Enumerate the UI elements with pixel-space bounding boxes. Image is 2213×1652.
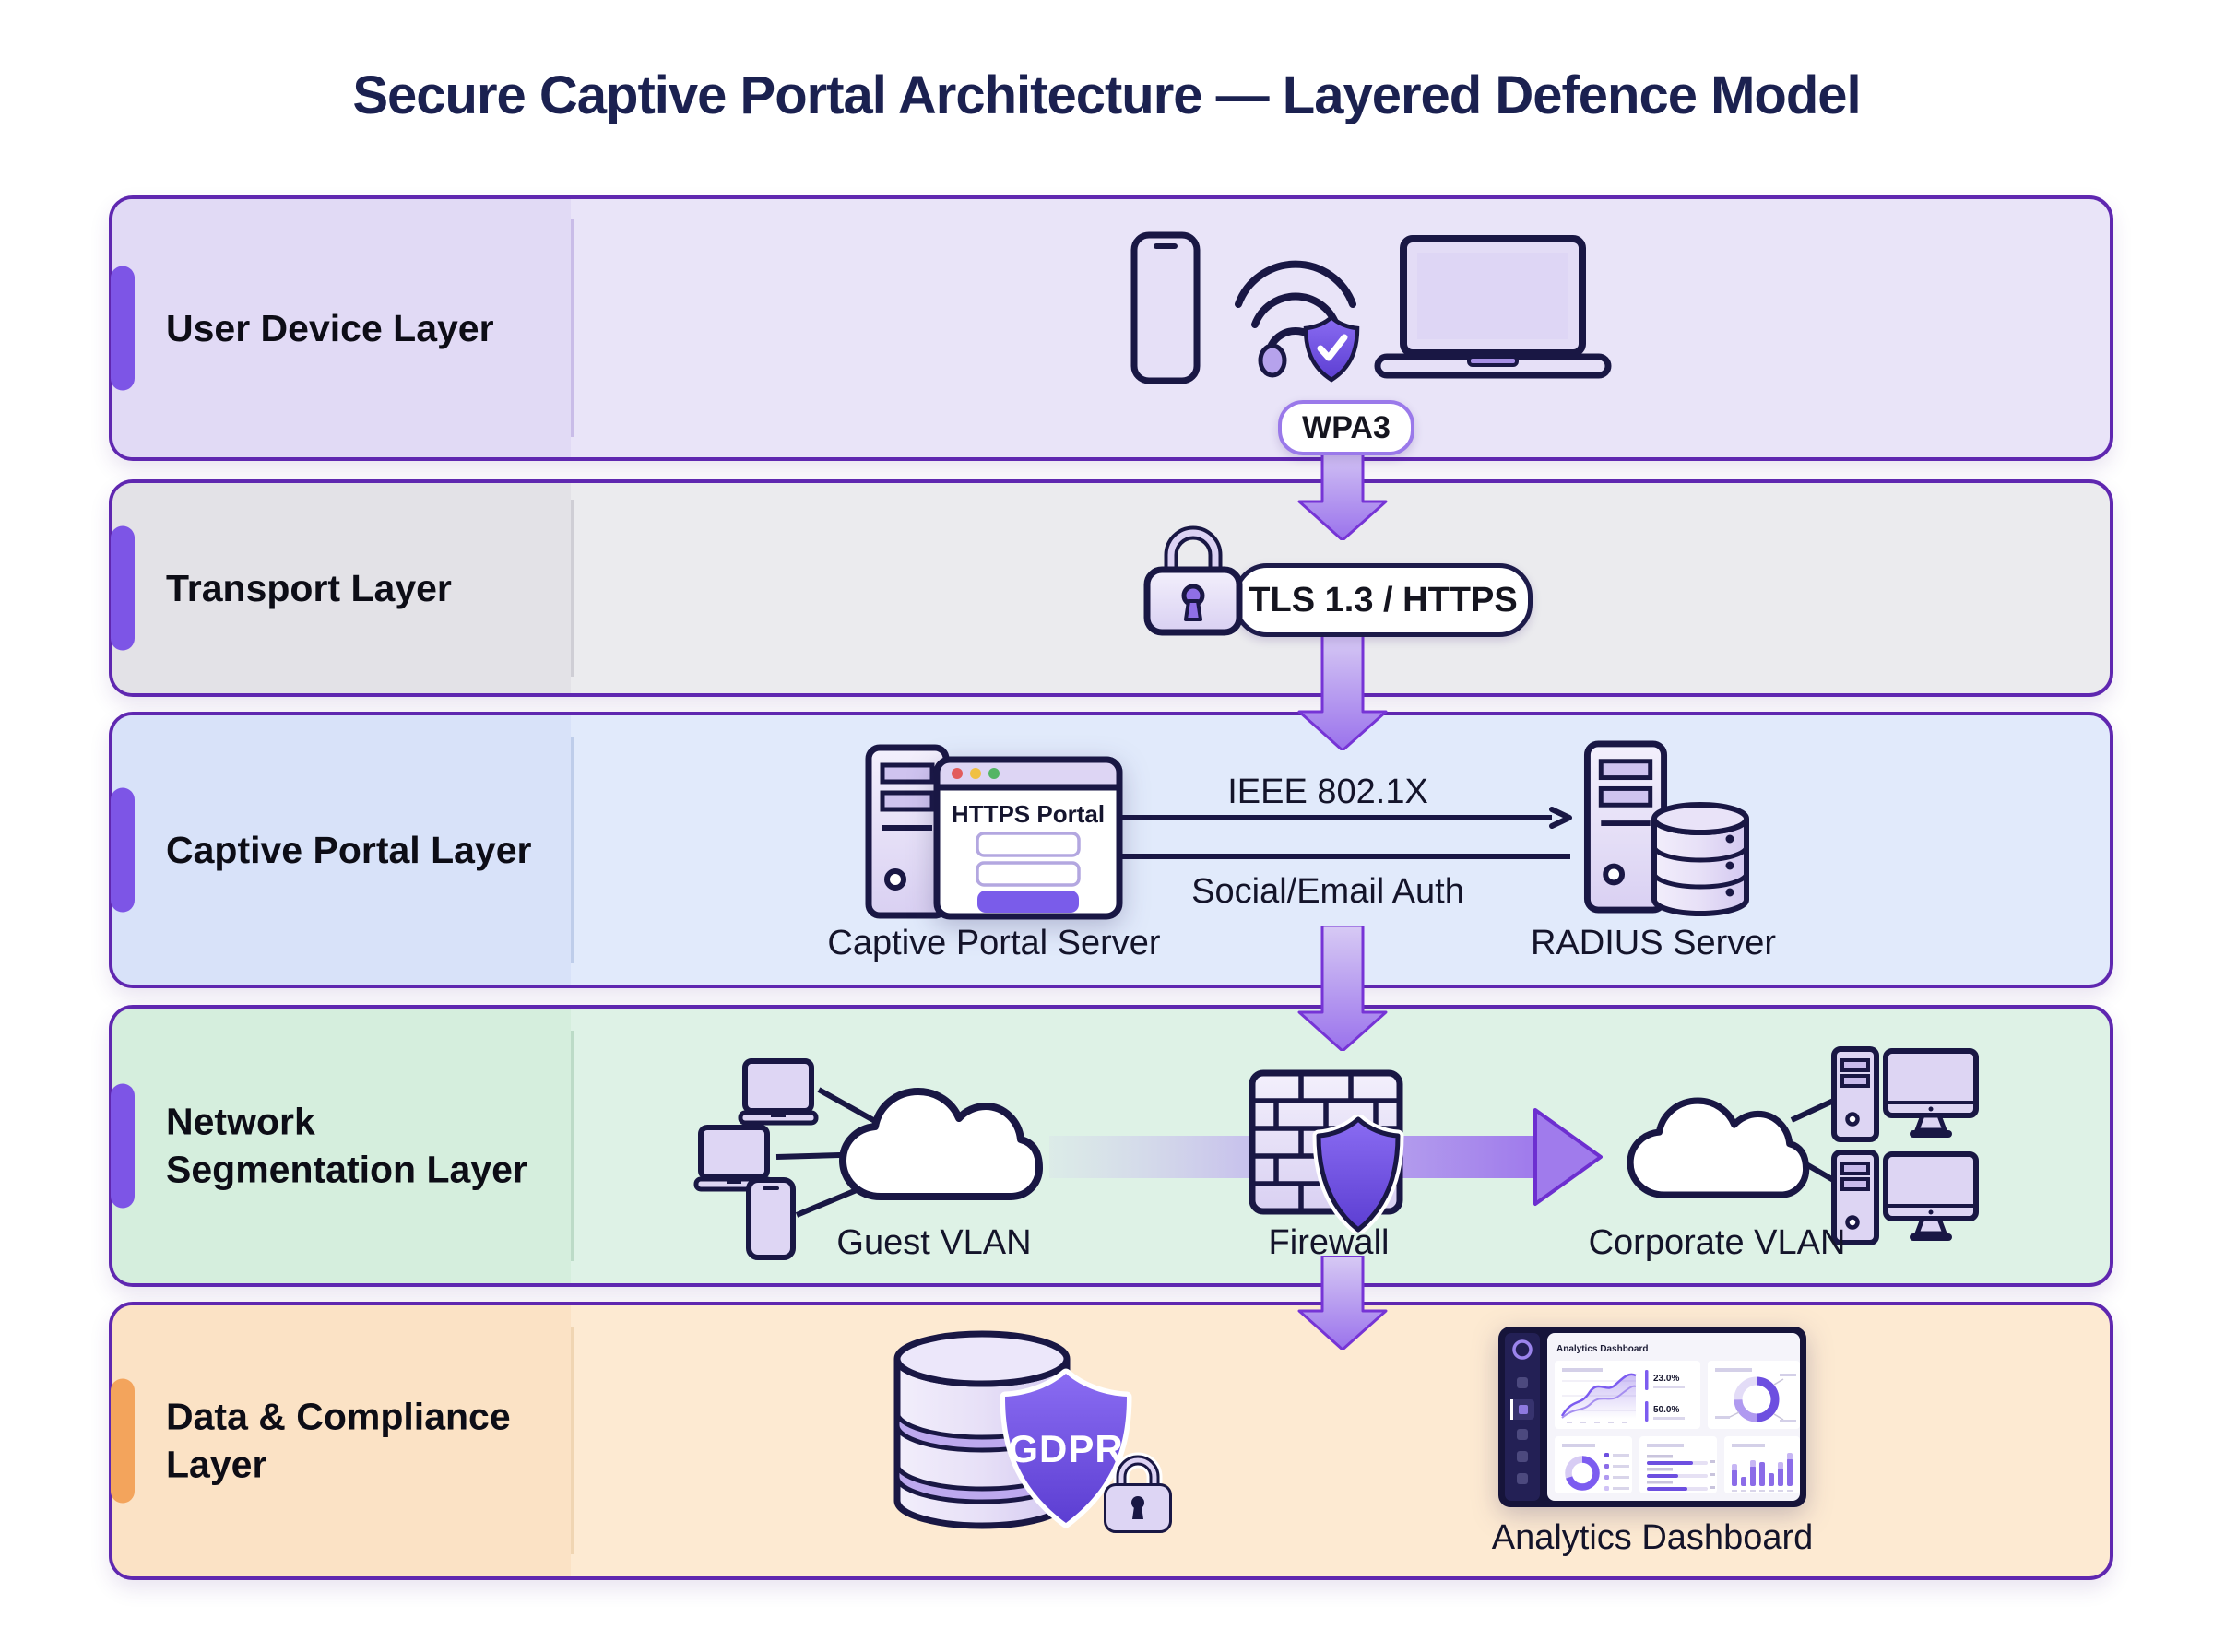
social-email-auth-label: Social/Email Auth (1191, 872, 1464, 911)
guest-vlan-caption: Guest VLAN (836, 1223, 1032, 1262)
tls-badge: TLS 1.3 / HTTPS (1234, 563, 1533, 637)
layer-accent-bar (111, 525, 135, 651)
gdpr-padlock-icon (1104, 1452, 1172, 1533)
dashboard-stat-secondary: 50.0% (1653, 1405, 1679, 1415)
flow-arrow-transport-to-captive (1297, 634, 1388, 750)
dashboard-title: Analytics Dashboard (1556, 1344, 1648, 1354)
laptop-icon (1374, 235, 1612, 379)
layer-label-zone (112, 199, 571, 457)
layer-label: Transport Layer (166, 566, 452, 609)
gdpr-shield-icon: GDPR (1000, 1368, 1132, 1528)
padlock-icon (1143, 525, 1243, 636)
sidebar-icon (1517, 1429, 1528, 1440)
firewall-shield-icon (1312, 1115, 1404, 1233)
layer-label-zone (112, 1305, 571, 1576)
layer-accent-bar (111, 787, 135, 913)
portal-password-field (976, 861, 1081, 887)
dashboard-stat-primary: 23.0% (1653, 1374, 1679, 1384)
layer-accent-bar (111, 266, 135, 391)
corporate-vlan-caption: Corporate VLAN (1588, 1223, 1846, 1262)
layer-divider (571, 737, 574, 963)
corporate-workstation-icon (1831, 1150, 1979, 1245)
layer-accent-bar (111, 1083, 135, 1209)
layer-divider (571, 1327, 574, 1555)
flow-arrow-device-to-transport (1297, 444, 1388, 540)
donut-chart-panel (1708, 1361, 1800, 1429)
window-dot-yellow (970, 768, 981, 779)
layer-divider (571, 219, 574, 437)
layer-divider (571, 1030, 574, 1262)
guest-laptop-icon (738, 1058, 819, 1126)
wpa3-badge: WPA3 (1278, 400, 1414, 455)
guest-vlan-cloud-icon (839, 1088, 1043, 1200)
layer-label: Captive Portal Layer (166, 828, 532, 871)
dashboard-screen-icon: Analytics Dashboard 23.0% 50.0% (1498, 1327, 1806, 1507)
smartphone-icon (1130, 231, 1201, 384)
flow-arrow-network-to-data (1297, 1256, 1388, 1350)
layer-transport: Transport Layer (109, 479, 2113, 697)
window-dot-green (988, 768, 1000, 779)
layer-label-zone (112, 715, 571, 985)
gdpr-shield-label: GDPR (1008, 1427, 1123, 1470)
auth-response-arrow (1074, 845, 1570, 867)
flow-arrow-captive-to-network (1297, 926, 1388, 1051)
corporate-vlan-cloud-icon (1627, 1097, 1810, 1198)
layer-label: Network Segmentation Layer (166, 1100, 527, 1191)
auth-request-arrow (1076, 807, 1572, 829)
portal-username-field (976, 832, 1081, 857)
captive-server-caption: Captive Portal Server (827, 924, 1161, 962)
layer-label: User Device Layer (166, 306, 494, 349)
guest-phone-icon (746, 1177, 796, 1260)
sidebar-icon (1517, 1451, 1528, 1462)
ieee-8021x-label: IEEE 802.1X (1227, 773, 1428, 811)
layer-label-zone (112, 483, 571, 693)
page-title: Secure Captive Portal Architecture — Lay… (352, 65, 1861, 125)
corporate-workstation-icon (1831, 1046, 1979, 1142)
sidebar-icon (1517, 1473, 1528, 1484)
layer-label: Data & Compliance Layer (166, 1395, 511, 1486)
sidebar-icon (1517, 1377, 1528, 1388)
wifi-shield-check-icon (1235, 260, 1360, 383)
layer-user-device: User Device Layer (109, 195, 2113, 461)
radius-database-icon (1651, 802, 1749, 916)
browser-window-icon: HTTPS Portal (933, 756, 1123, 920)
window-dot-red (952, 768, 963, 779)
radius-server-caption: RADIUS Server (1530, 924, 1777, 962)
analytics-dashboard-caption: Analytics Dashboard (1491, 1518, 1814, 1557)
layer-divider (571, 500, 574, 677)
layer-accent-bar (111, 1378, 135, 1504)
layer-label-zone (112, 1009, 571, 1283)
dashboard-logo-icon (1512, 1339, 1533, 1360)
portal-login-button (977, 891, 1079, 913)
portal-window-title: HTTPS Portal (952, 800, 1105, 828)
